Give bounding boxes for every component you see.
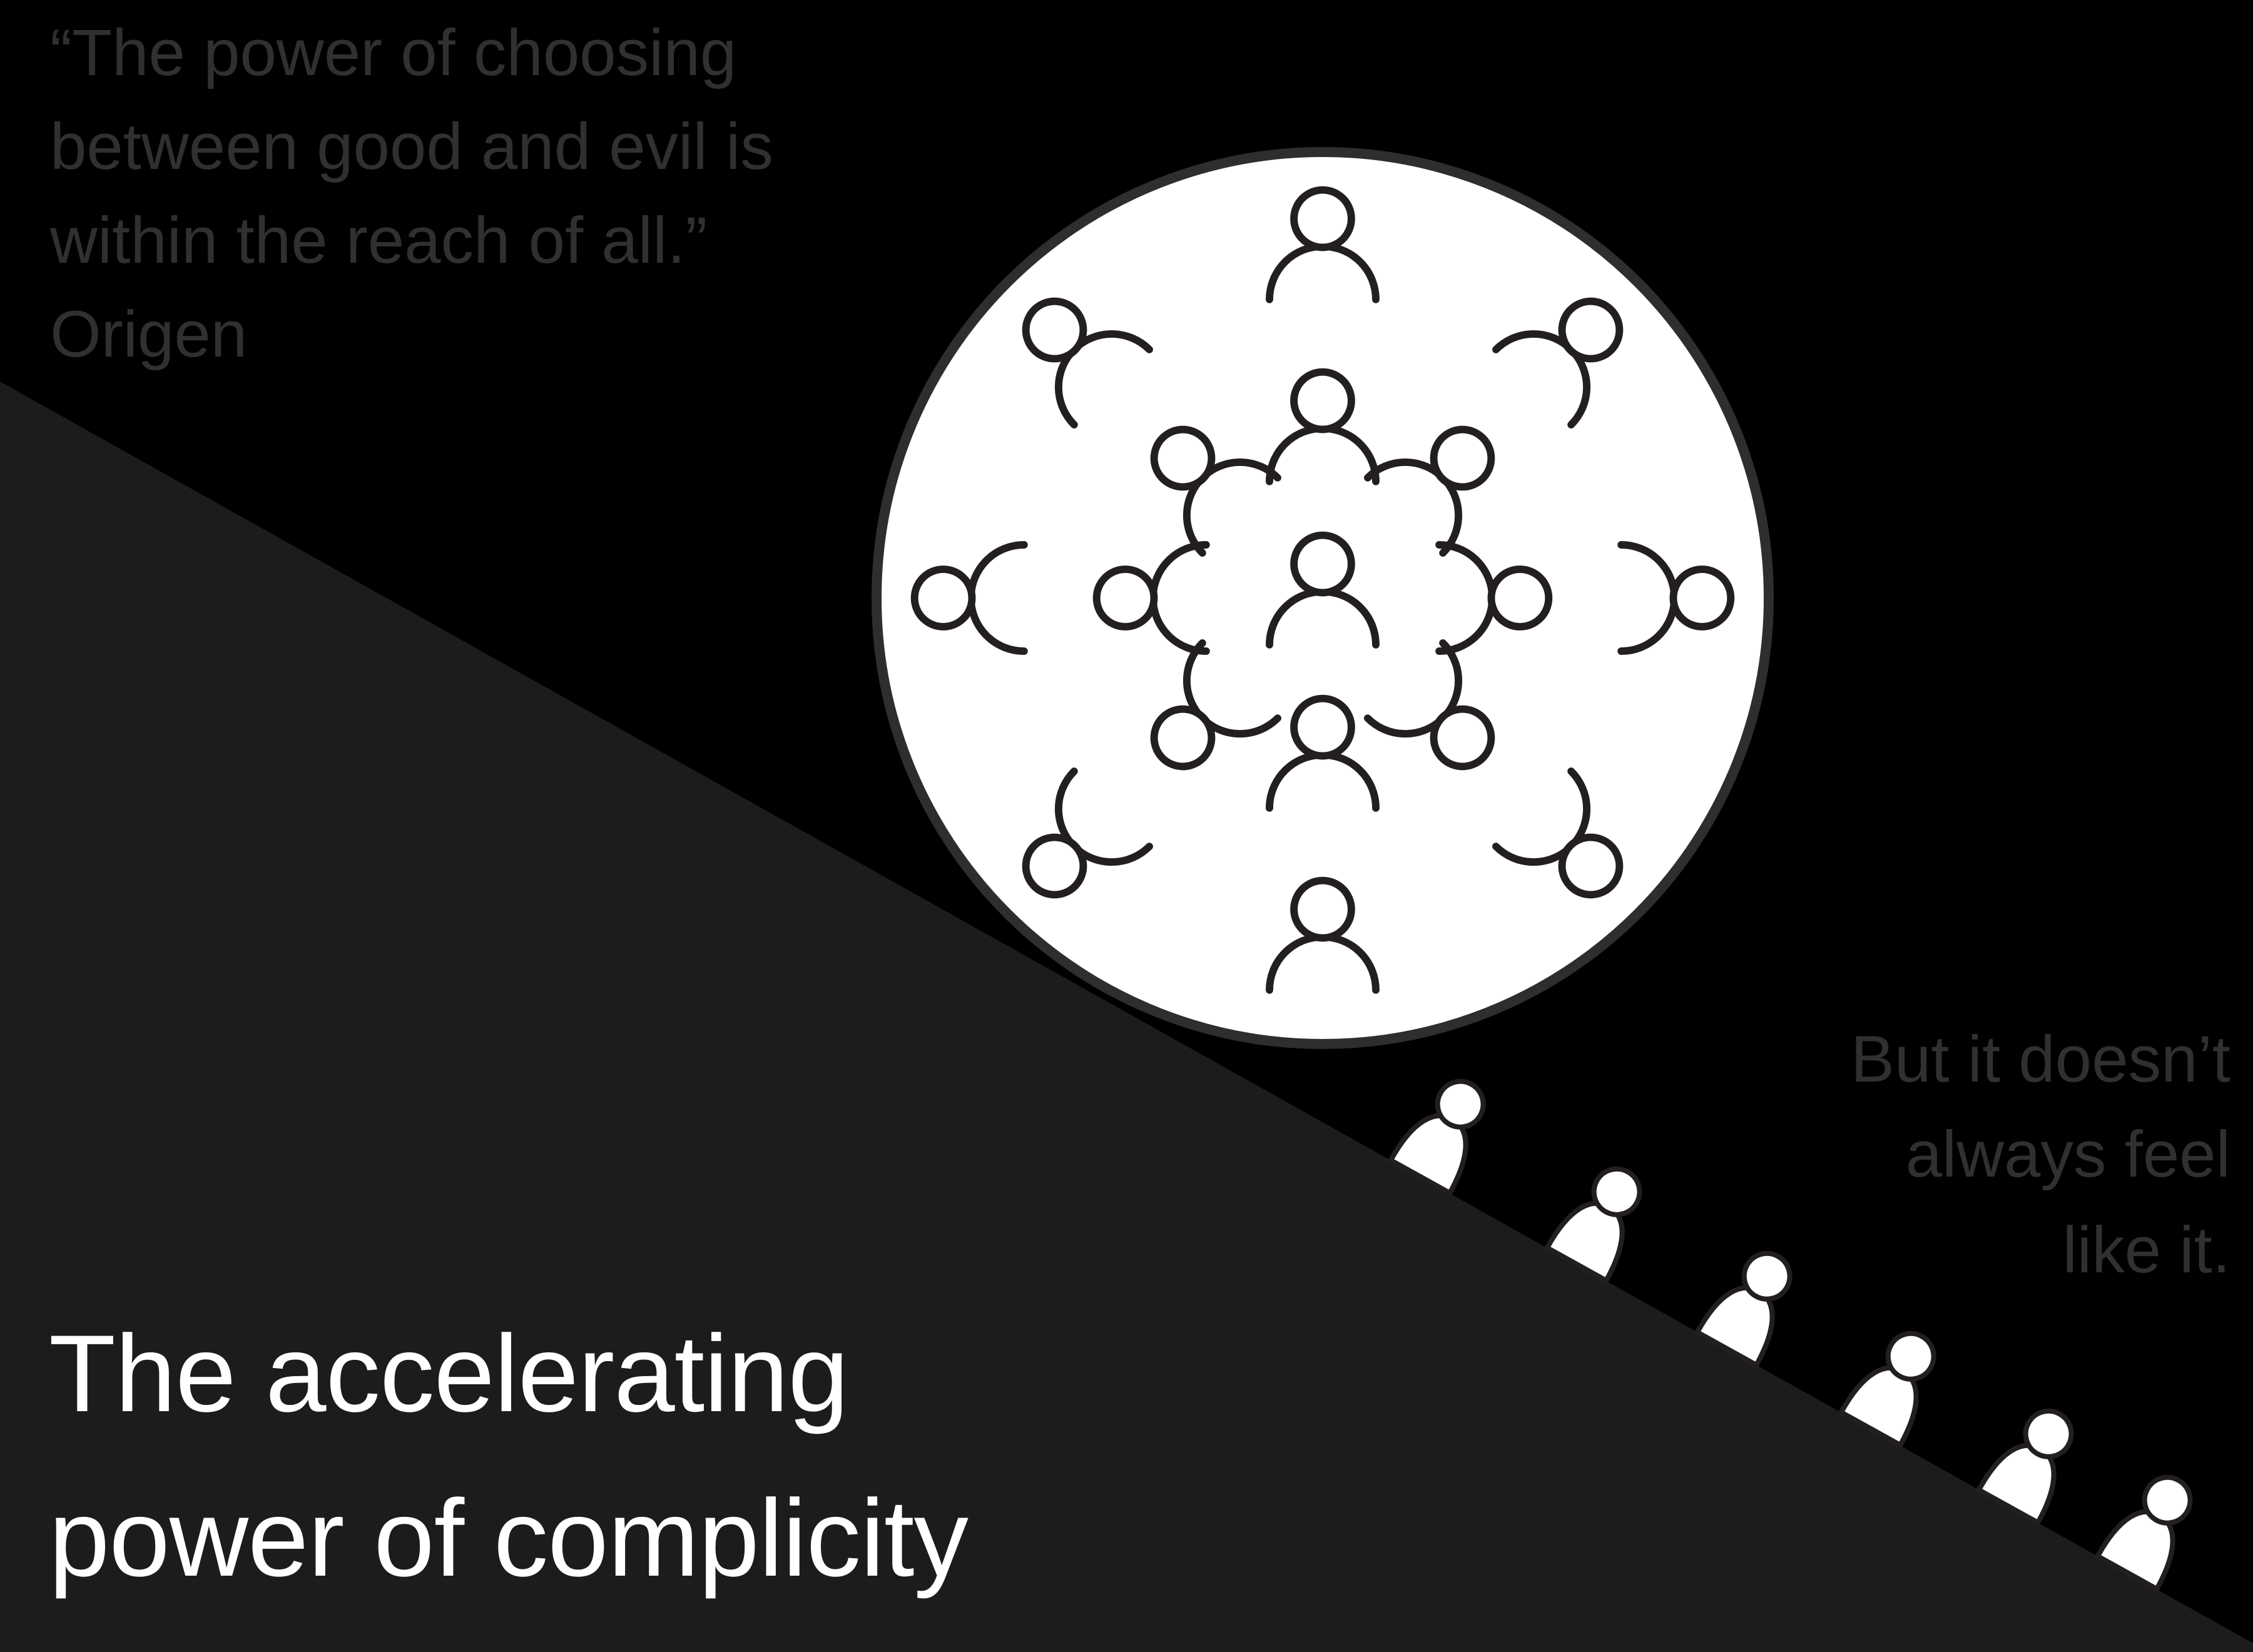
aside-line: like it.: [2062, 1213, 2230, 1287]
quote-line: within the reach of all.”: [50, 204, 708, 278]
snowball-circle: [872, 147, 1774, 1049]
slope: [0, 382, 2253, 1652]
aside-line: But it doesn’t: [1850, 1023, 2230, 1096]
title-line: power of complicity: [49, 1477, 969, 1599]
aside-text: But it doesn’t always feel like it.: [1851, 1012, 2230, 1298]
aside-line: always feel: [1905, 1118, 2230, 1192]
page-title: The accelerating power of complicity: [49, 1292, 969, 1621]
quote-attribution: Origen: [50, 298, 248, 372]
quote-line: “The power of choosing: [50, 16, 737, 89]
quote-text: “The power of choosing between good and …: [50, 6, 773, 382]
title-line: The accelerating: [49, 1313, 849, 1435]
quote-line: between good and evil is: [50, 110, 773, 184]
